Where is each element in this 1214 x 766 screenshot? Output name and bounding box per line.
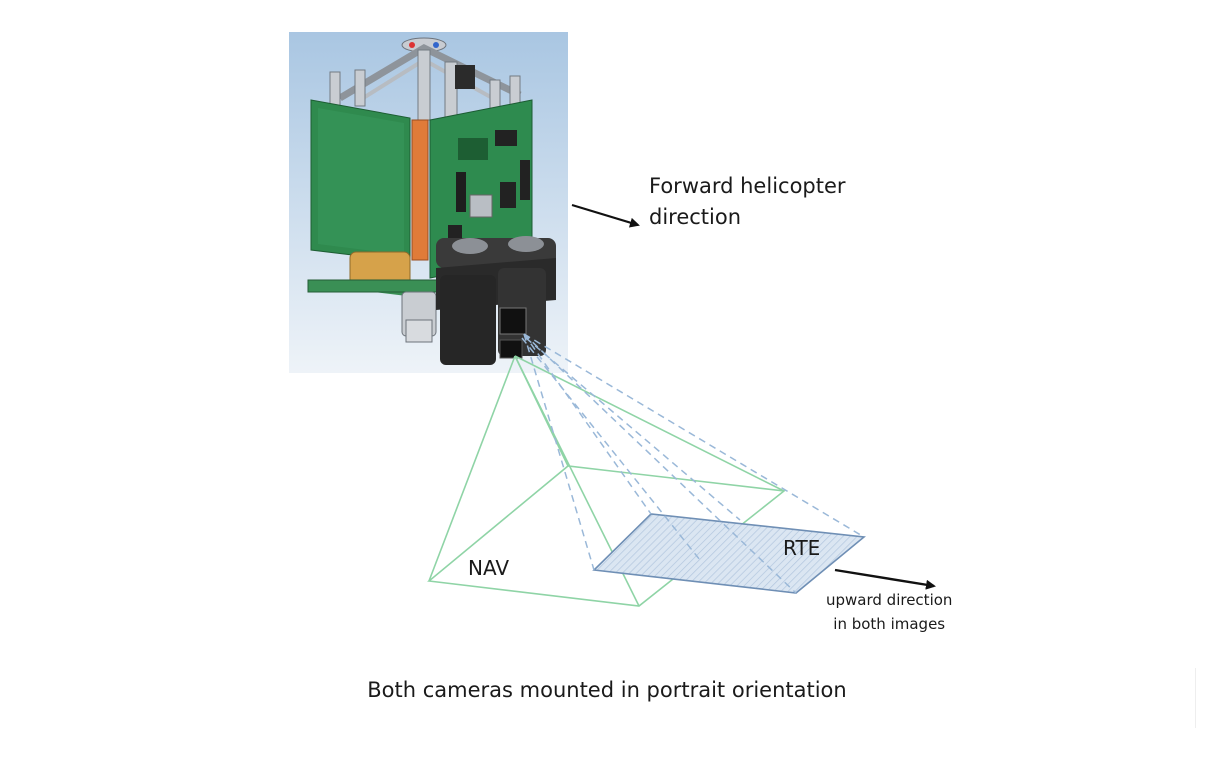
nav-label: NAV [468, 556, 510, 580]
figure-caption: Both cameras mounted in portrait orienta… [367, 678, 847, 702]
rte-footprint [592, 513, 866, 594]
forward-direction-label: Forward helicopter direction [649, 171, 846, 233]
forward-label-line2: direction [649, 205, 742, 229]
camera-assembly-render [289, 32, 568, 373]
edge-divider [1195, 668, 1214, 728]
board-components [448, 130, 530, 243]
nav-camera-lens [499, 339, 523, 359]
camera-mount [436, 236, 556, 365]
rte-camera-lens [499, 307, 527, 335]
upward-direction-label: upward direction in both images [826, 588, 952, 636]
rte-label: RTE [783, 536, 821, 560]
upward-direction-arrow [834, 568, 936, 590]
rte-frustum [521, 333, 865, 594]
upward-label-line2: in both images [833, 615, 946, 633]
battery-column [411, 119, 429, 261]
top-truss [329, 37, 522, 121]
upward-label-line1: upward direction [826, 591, 953, 609]
forward-direction-arrow [571, 203, 640, 228]
forward-label-line1: Forward helicopter [649, 174, 846, 198]
